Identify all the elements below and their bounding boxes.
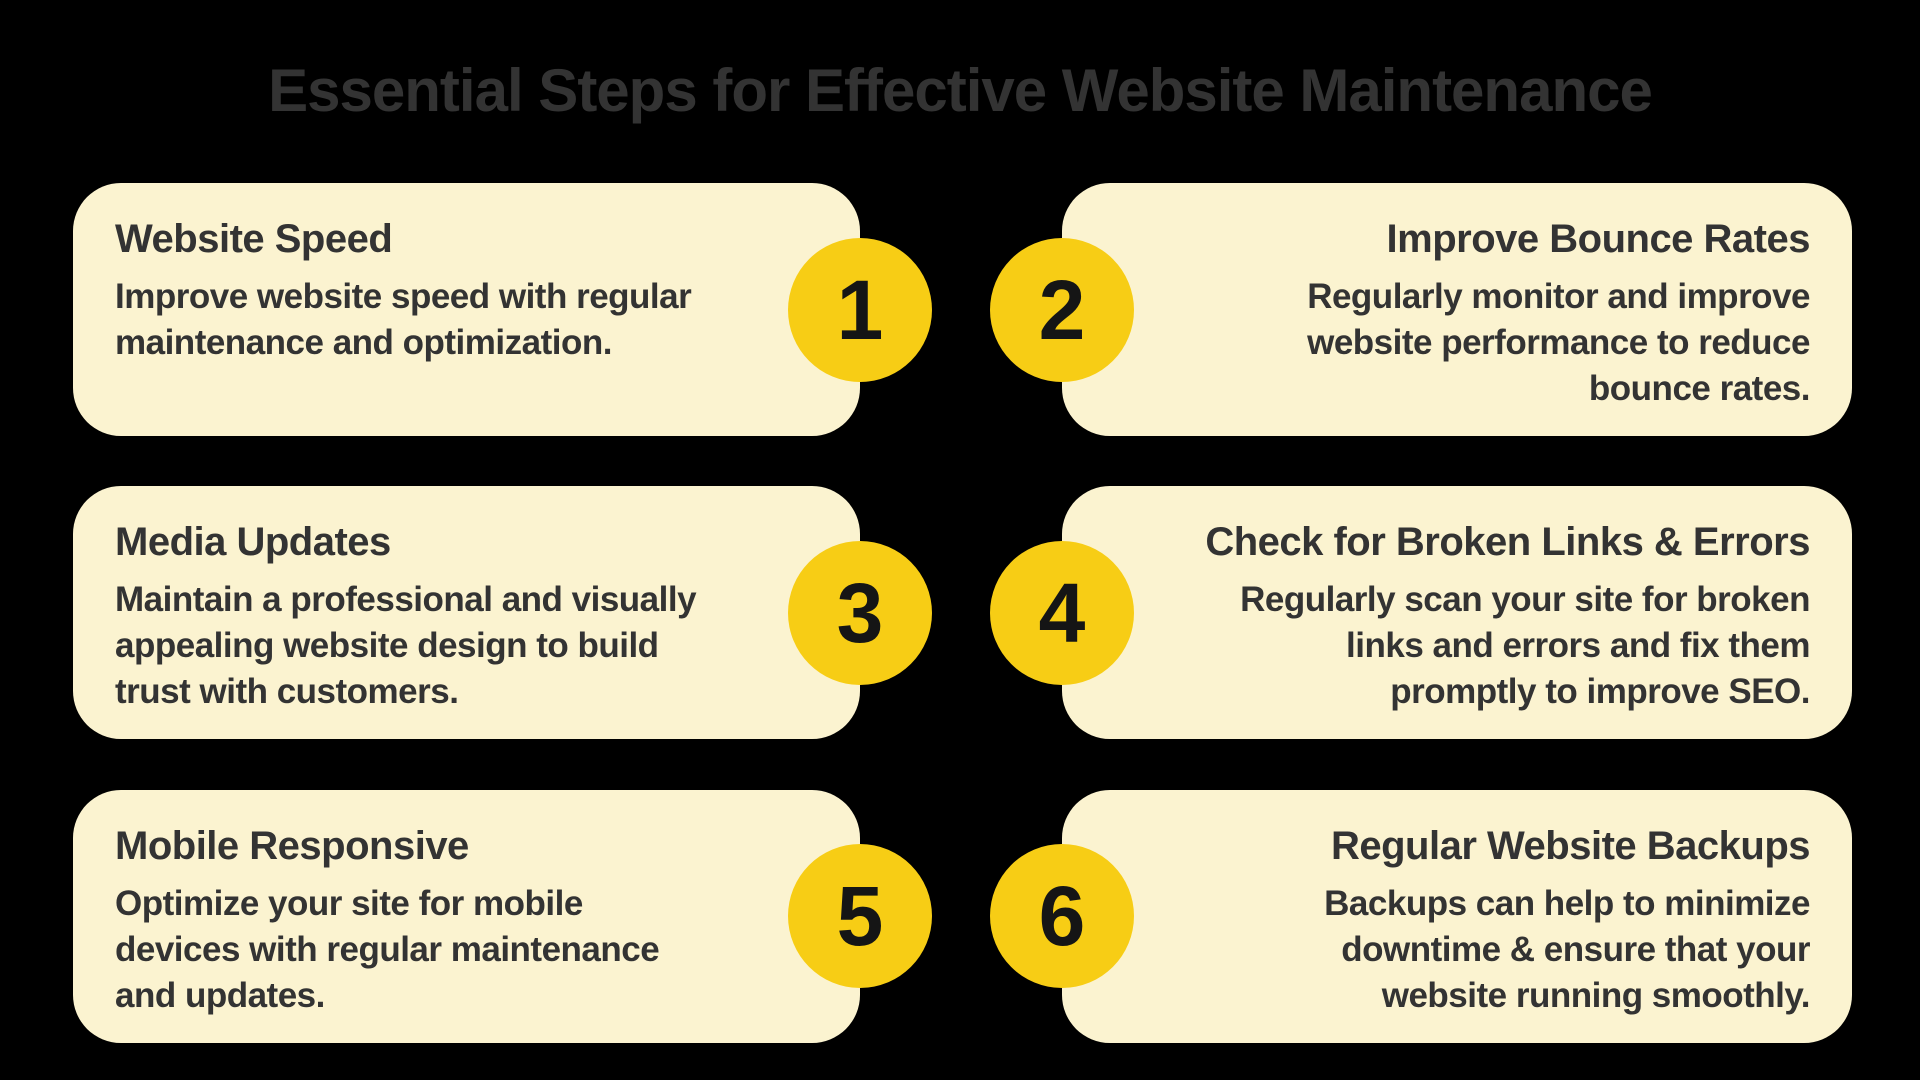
card-body-improve-bounce-rates: Regularly monitor and improve website pe… <box>1307 277 1810 409</box>
card-title-mobile-responsive: Mobile Responsive <box>115 824 469 868</box>
step-3-number-badge: 3 <box>788 541 932 685</box>
card-regular-website-backups: Regular Website Backups Backups can help… <box>1062 790 1852 1043</box>
card-mobile-responsive: Mobile Responsive Optimize your site for… <box>73 790 860 1043</box>
card-media-updates: Media Updates Maintain a professional an… <box>73 486 860 739</box>
card-title-website-speed: Website Speed <box>115 217 393 261</box>
step-4-number-badge: 4 <box>990 541 1134 685</box>
step-6-number-badge: 6 <box>990 844 1134 988</box>
card-body-regular-website-backups: Backups can help to minimize downtime & … <box>1324 884 1810 1016</box>
card-website-speed: Website Speed Improve website speed with… <box>73 183 860 436</box>
step-1-number-badge: 1 <box>788 238 932 382</box>
card-title-media-updates: Media Updates <box>115 520 391 564</box>
card-body-media-updates: Maintain a professional and visually app… <box>115 580 697 712</box>
card-title-check-broken-links: Check for Broken Links & Errors <box>1205 520 1810 564</box>
card-title-improve-bounce-rates: Improve Bounce Rates <box>1386 217 1811 261</box>
page-title: Essential Steps for Effective Website Ma… <box>268 57 1653 124</box>
card-check-broken-links: Check for Broken Links & Errors Regularl… <box>1062 486 1852 739</box>
step-5-number-badge: 5 <box>788 844 932 988</box>
card-title-regular-website-backups: Regular Website Backups <box>1330 824 1811 868</box>
card-improve-bounce-rates: Improve Bounce Rates Regularly monitor a… <box>1062 183 1852 436</box>
card-body-mobile-responsive: Optimize your site for mobile devices wi… <box>115 884 660 1016</box>
card-body-check-broken-links: Regularly scan your site for broken link… <box>1240 580 1810 712</box>
step-2-number-badge: 2 <box>990 238 1134 382</box>
card-body-website-speed: Improve website speed with regular maint… <box>115 277 692 363</box>
